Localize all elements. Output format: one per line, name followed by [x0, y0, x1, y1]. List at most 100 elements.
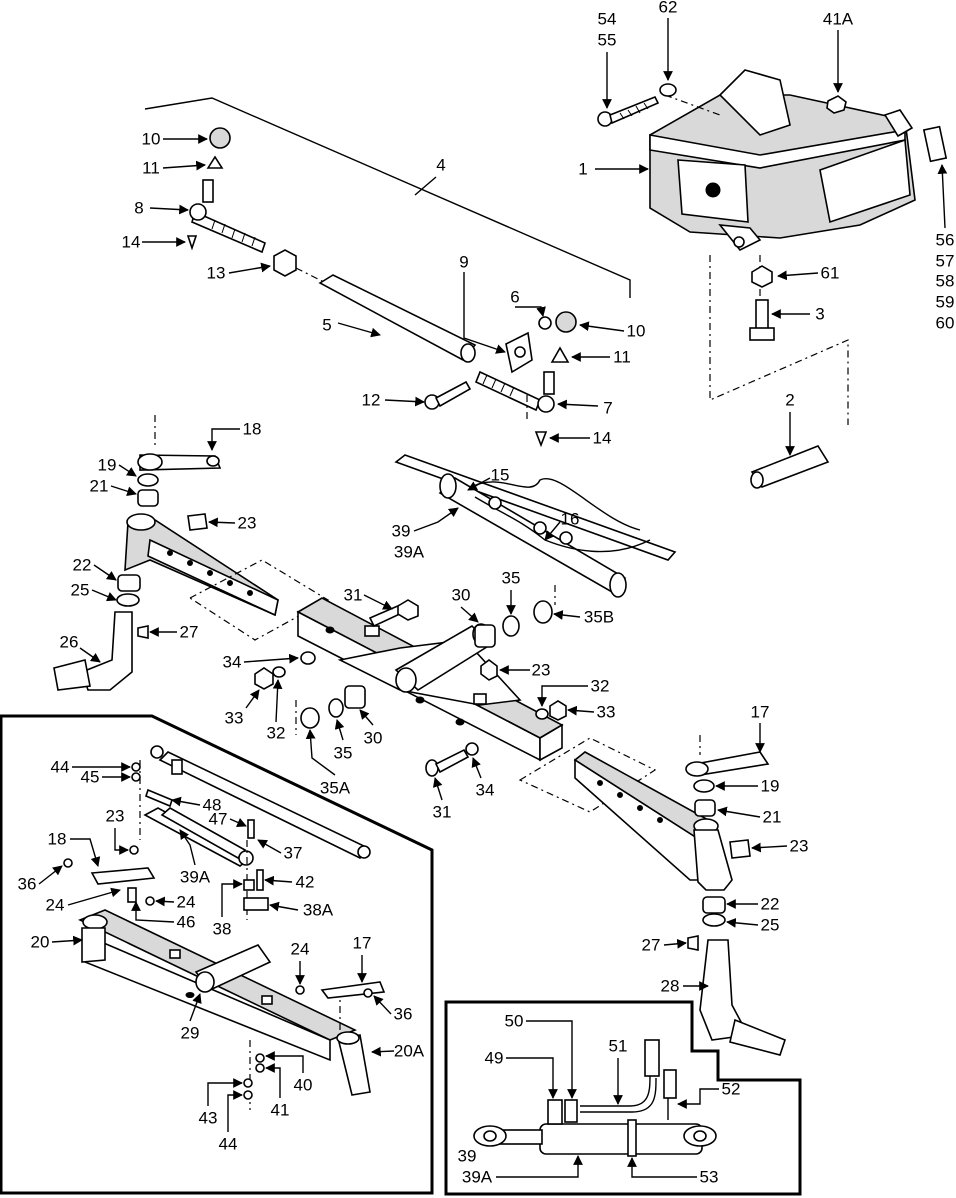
- callout-label-3: 3: [815, 304, 825, 324]
- washer-19-right: [693, 779, 715, 793]
- washer-44-b: [243, 1090, 253, 1100]
- washer-41: [255, 1063, 265, 1073]
- inset-frame-left: [0, 714, 434, 1195]
- callout-label-21: 21: [89, 476, 109, 496]
- callout-label-24: 24: [290, 939, 310, 959]
- callout-label-19: 19: [760, 776, 780, 796]
- callout-label-37: 37: [283, 843, 303, 863]
- castle-nut-10-right: [555, 311, 577, 333]
- washer-35a: [300, 707, 320, 729]
- callout-label-44: 44: [218, 1134, 238, 1154]
- zerk-14-right: [534, 431, 548, 448]
- washer-35: [502, 615, 520, 637]
- inset-cylinder: [143, 807, 254, 867]
- callout-label-36: 36: [393, 1004, 413, 1024]
- bushing-21: [137, 489, 159, 507]
- callout-label-23: 23: [105, 806, 125, 826]
- callout-label-23: 23: [237, 513, 257, 533]
- callout-label-16: 16: [560, 509, 580, 529]
- leader-arrows: [38, 18, 948, 1178]
- washer-25-right: [702, 913, 726, 927]
- callout-label-28: 28: [660, 976, 680, 996]
- callout-label-56: 56: [935, 230, 955, 250]
- callout-label-55: 55: [597, 30, 617, 50]
- callout-label-51: 51: [608, 1036, 628, 1056]
- axle-extension-left: [124, 513, 279, 617]
- callout-label-38: 38: [212, 919, 232, 939]
- washer-62: [659, 83, 677, 97]
- bolt-54: [597, 95, 660, 127]
- steering-arm-17: [685, 751, 770, 777]
- washer-35b: [533, 600, 553, 624]
- callout-label-48: 48: [202, 795, 222, 815]
- callout-label-58: 58: [935, 271, 955, 291]
- callout-label-41a: 41A: [822, 9, 854, 29]
- callout-label-59: 59: [935, 292, 955, 312]
- callout-label-17: 17: [750, 702, 770, 722]
- washer-43: [243, 1078, 253, 1088]
- callout-label-34: 34: [222, 652, 242, 672]
- inset-cylinder-39-detail: [473, 1039, 717, 1157]
- callout-label-5: 5: [322, 315, 332, 335]
- bolt-12: [424, 380, 472, 410]
- bushing-22-right: [702, 896, 726, 914]
- inset-axle-beam: [78, 909, 371, 1096]
- bushing-30-lower: [344, 685, 366, 709]
- callout-label-42: 42: [295, 872, 315, 892]
- bolt-42: [256, 869, 264, 891]
- steering-arm-18: [137, 453, 222, 471]
- nut-6: [538, 316, 552, 330]
- callout-label-9: 9: [459, 252, 469, 272]
- tie-tube-5: [318, 274, 477, 363]
- boot-11-right: [550, 346, 570, 363]
- callout-label-27: 27: [179, 622, 199, 642]
- callout-label-1: 1: [578, 159, 588, 179]
- callout-label-52: 52: [721, 1079, 741, 1099]
- callout-label-33: 33: [224, 708, 244, 728]
- washer-45: [131, 772, 141, 782]
- clamp-9: [505, 331, 533, 374]
- callout-label-32: 32: [590, 676, 610, 696]
- callout-label-53: 53: [699, 1167, 719, 1187]
- callout-label-60: 60: [935, 313, 955, 333]
- callout-label-45: 45: [80, 767, 100, 787]
- callout-label-61: 61: [820, 263, 840, 283]
- plate-56: [922, 125, 948, 163]
- bolt-31: [368, 599, 419, 628]
- spacer-38: [243, 879, 255, 891]
- callout-label-35: 35: [333, 743, 353, 763]
- callout-label-39: 39: [391, 521, 411, 541]
- callout-label-10: 10: [141, 129, 161, 149]
- inset-arm-17: [320, 981, 386, 999]
- callout-label-14: 14: [592, 428, 612, 448]
- nut-33: [549, 700, 567, 721]
- callout-label-24: 24: [45, 895, 65, 915]
- callout-label-4: 4: [436, 155, 446, 175]
- callout-label-38a: 38A: [302, 900, 334, 920]
- washer-32-left: [272, 666, 286, 678]
- spindle-26: [53, 611, 133, 691]
- fitting-23-right: [729, 839, 751, 859]
- callout-label-26: 26: [59, 632, 79, 652]
- zerk-14: [186, 235, 198, 251]
- inset-arm-18: [90, 867, 156, 885]
- callout-label-29: 29: [180, 1023, 200, 1043]
- callout-label-20: 20: [30, 932, 50, 952]
- callout-label-11: 11: [613, 347, 631, 367]
- callout-label-36: 36: [17, 874, 37, 894]
- bushing-22: [117, 574, 141, 592]
- washer-34: [300, 651, 316, 665]
- callout-label-18: 18: [242, 419, 262, 439]
- center-axle-beam: [296, 597, 564, 762]
- callout-label-11: 11: [142, 158, 160, 178]
- callout-label-20a: 20A: [393, 1041, 425, 1061]
- callout-label-35b: 35B: [583, 607, 615, 627]
- callout-label-39a: 39A: [179, 867, 211, 887]
- callout-label-30: 30: [451, 585, 471, 605]
- axle-extension-right: [573, 751, 733, 891]
- washer-19: [137, 473, 159, 487]
- bolt-36-right: [363, 988, 373, 998]
- callout-label-54: 54: [597, 9, 617, 29]
